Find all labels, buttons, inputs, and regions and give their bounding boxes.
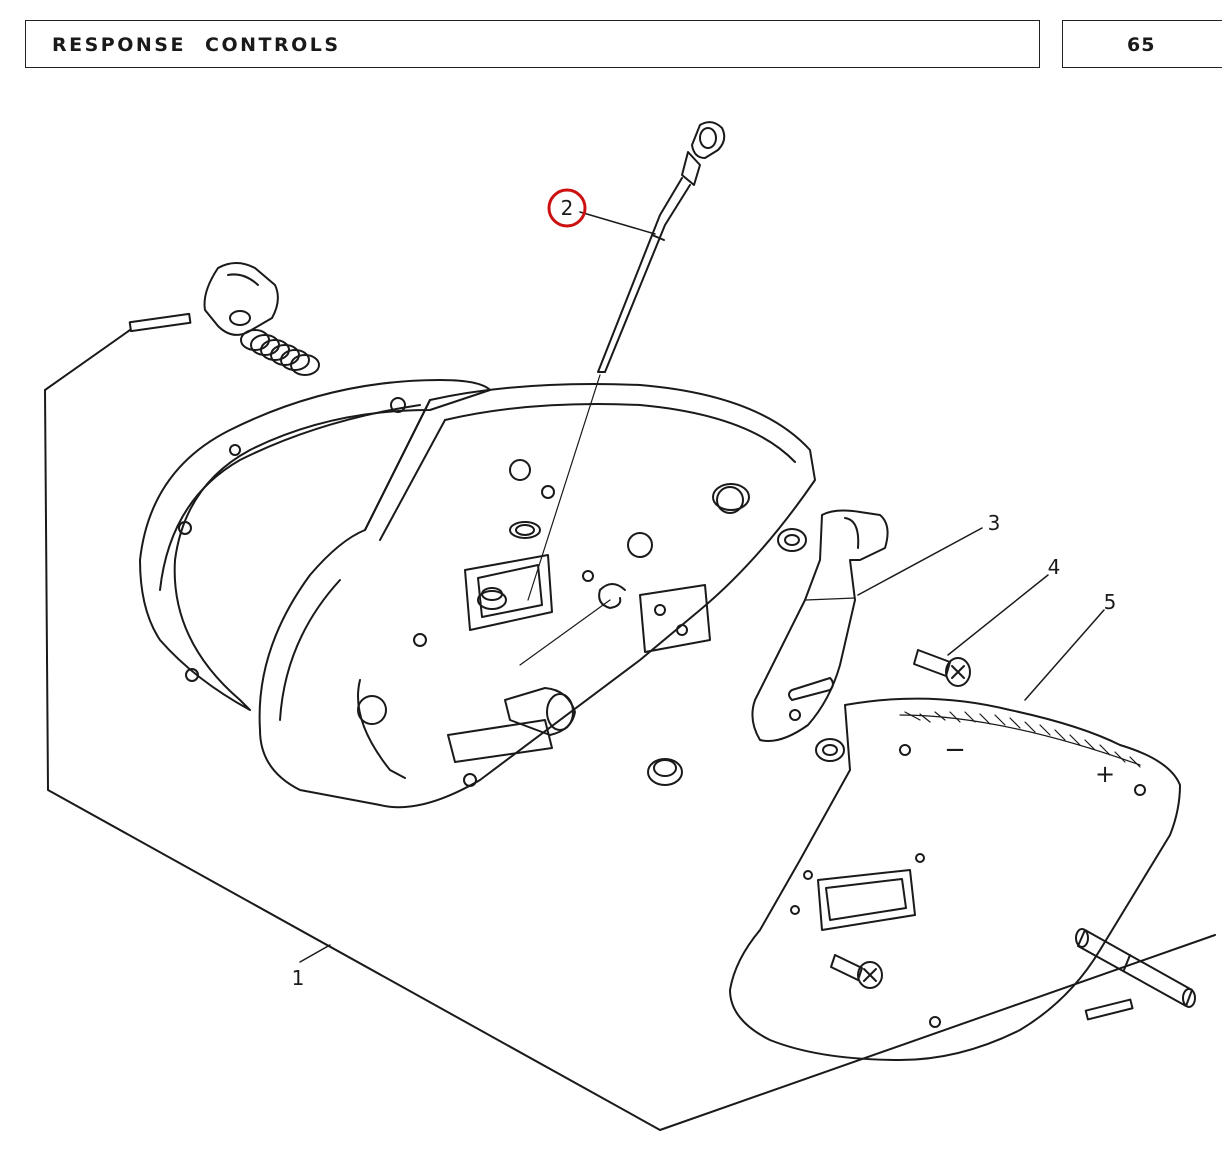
callout-number-1: 1 bbox=[292, 966, 305, 990]
central-square-block bbox=[464, 521, 553, 631]
washer-lower bbox=[815, 738, 845, 762]
alignment-lines bbox=[519, 374, 611, 666]
shaft-bottom-right bbox=[1075, 928, 1196, 1008]
callout-number-2: 2 bbox=[561, 196, 574, 220]
callout-number-4: 4 bbox=[1048, 555, 1061, 579]
right-mounting-block bbox=[639, 584, 711, 653]
c-clip bbox=[598, 583, 626, 609]
page-number: 65 bbox=[1127, 34, 1156, 56]
small-pin-top bbox=[128, 312, 192, 333]
scale-minus-mark: − bbox=[944, 735, 966, 765]
scale-plus-mark: + bbox=[1095, 760, 1115, 788]
callout-number-3: 3 bbox=[988, 511, 1001, 535]
highlight-circle bbox=[547, 188, 587, 228]
bracket-arm-part-3 bbox=[751, 509, 889, 742]
callout-number-5: 5 bbox=[1104, 590, 1117, 614]
assembly-boundary bbox=[44, 329, 1216, 1131]
detent-block bbox=[203, 262, 279, 336]
coil-spring bbox=[240, 329, 320, 376]
page-title: RESPONSE CONTROLS bbox=[52, 34, 341, 56]
plate-screw bbox=[830, 954, 883, 989]
header-title-box: RESPONSE CONTROLS bbox=[25, 20, 1040, 68]
lower-pad bbox=[447, 719, 553, 763]
callout-leaders bbox=[299, 211, 1105, 963]
lower-roller bbox=[504, 687, 576, 736]
washer-right bbox=[777, 528, 807, 552]
small-nut bbox=[647, 758, 683, 786]
main-housing-frame bbox=[258, 383, 816, 809]
graduated-disc bbox=[139, 379, 491, 711]
small-pin-bottom bbox=[1084, 998, 1134, 1021]
lever-rod-part-2 bbox=[597, 121, 726, 373]
header-page-box: 65 bbox=[1062, 20, 1222, 68]
screw-part-4 bbox=[913, 649, 971, 687]
scale-plate-part-5 bbox=[729, 697, 1181, 1061]
